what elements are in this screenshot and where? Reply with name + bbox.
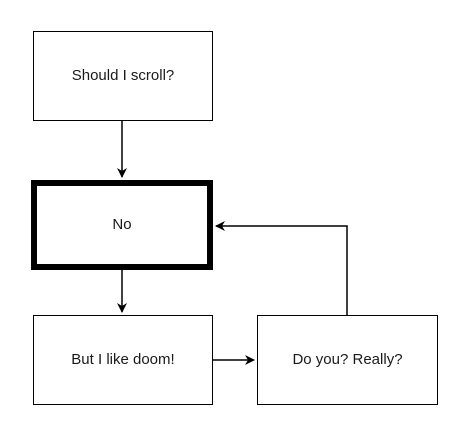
node-but-i-like-doom: But I like doom! — [33, 315, 213, 405]
edge-really-to-no — [215, 221, 348, 315]
node-label: Should I scroll? — [71, 67, 175, 84]
node-label: No — [112, 216, 132, 233]
node-label: Do you? Really? — [292, 351, 403, 368]
node-should-i-scroll: Should I scroll? — [33, 31, 213, 121]
node-no: No — [31, 180, 213, 270]
node-do-you-really: Do you? Really? — [257, 315, 438, 405]
node-label: But I like doom! — [71, 351, 175, 368]
